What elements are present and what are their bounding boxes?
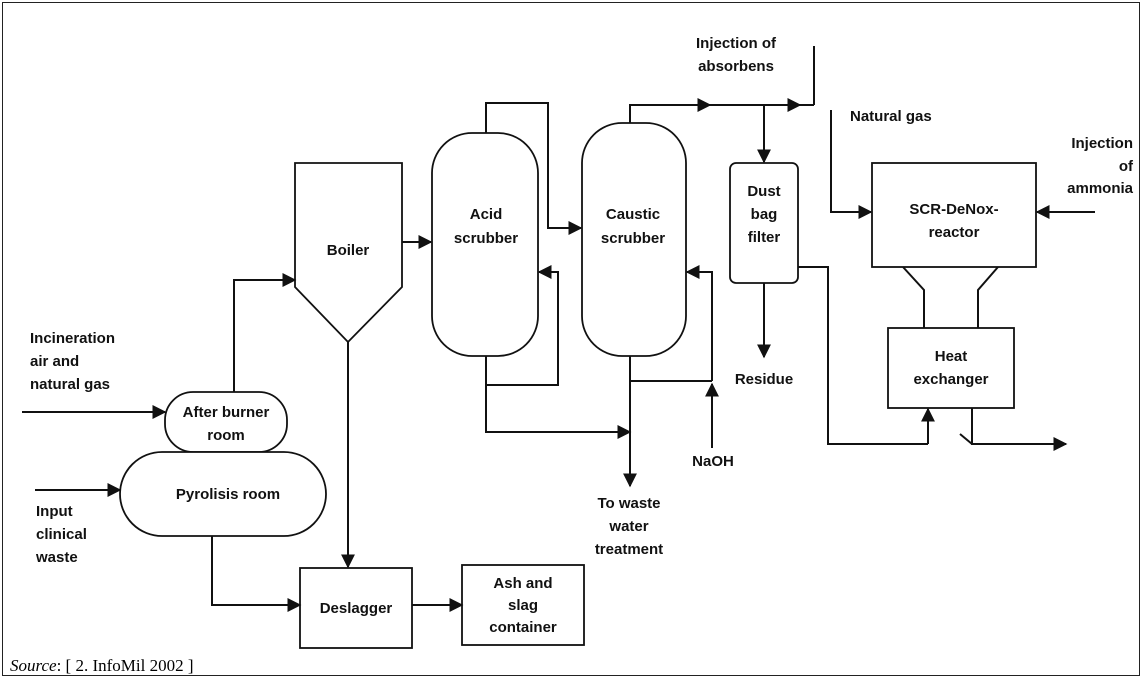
svg-text:scrubber: scrubber <box>454 230 518 247</box>
injection-absorbens-label: Injection of absorbens <box>696 35 777 75</box>
source-label: Source <box>10 656 57 675</box>
svg-text:scrubber: scrubber <box>601 230 665 247</box>
svg-text:Acid: Acid <box>470 206 503 223</box>
scr-reactor-shape <box>871 162 1037 268</box>
svg-text:To waste: To waste <box>597 495 660 512</box>
scr-reactor-label: SCR-DeNox- reactor <box>909 201 998 241</box>
flow-caustic-recirc-v <box>685 265 713 381</box>
svg-text:clinical: clinical <box>36 526 87 543</box>
residue-label: Residue <box>735 371 793 388</box>
svg-text:slag: slag <box>508 597 538 614</box>
ash-container-label: Ash and slag container <box>489 575 557 636</box>
svg-text:Pyrolisis room: Pyrolisis room <box>176 486 280 503</box>
svg-text:Residue: Residue <box>735 371 793 388</box>
injection-ammonia-label: Injection of ammonia <box>1067 135 1134 197</box>
dust-filter-shape <box>729 162 799 284</box>
svg-text:After burner: After burner <box>183 404 270 421</box>
svg-text:air and: air and <box>30 353 79 370</box>
svg-text:Injection of: Injection of <box>696 35 777 52</box>
waste-water-label: To waste water treatment <box>595 495 663 558</box>
svg-text:room: room <box>207 427 245 444</box>
deslagger-label: Deslagger <box>320 600 393 617</box>
caustic-scrubber-shape <box>581 122 687 357</box>
svg-text:Natural gas: Natural gas <box>850 108 932 125</box>
svg-text:Dust: Dust <box>747 183 780 200</box>
flow-afterburner-boiler <box>233 273 297 392</box>
ash-container-shape <box>461 564 585 646</box>
heat-exchanger-label: Heat exchanger <box>913 348 988 388</box>
flow-acid-caustic <box>485 102 583 235</box>
flow-caustic-top <box>629 98 712 123</box>
incineration-air-label: Incineration air and natural gas <box>30 330 115 393</box>
svg-text:Ash and: Ash and <box>493 575 552 592</box>
flow-acid-drain <box>485 385 632 439</box>
svg-text:bag: bag <box>751 206 778 223</box>
acid-scrubber-label: Acid scrubber <box>454 206 518 247</box>
dust-filter-label: Dust bag filter <box>747 183 780 246</box>
svg-text:ammonia: ammonia <box>1067 180 1134 197</box>
flow-exhaust-arrow <box>959 433 973 445</box>
source-caption: Source: [ 2. InfoMil 2002 ] <box>10 656 194 676</box>
flow-exhaust <box>971 408 1068 451</box>
svg-text:waste: waste <box>35 549 78 566</box>
svg-text:Caustic: Caustic <box>606 206 660 223</box>
svg-text:water: water <box>608 518 648 535</box>
svg-text:Incineration: Incineration <box>30 330 115 347</box>
heat-exchanger-shape <box>887 327 1015 409</box>
svg-text:Boiler: Boiler <box>327 242 370 259</box>
svg-text:natural gas: natural gas <box>30 376 110 393</box>
svg-text:treatment: treatment <box>595 541 663 558</box>
svg-text:Heat: Heat <box>935 348 968 365</box>
flow-natural-gas <box>830 110 873 219</box>
svg-text:filter: filter <box>748 229 781 246</box>
boiler-shape <box>294 162 403 344</box>
svg-text:reactor: reactor <box>929 224 980 241</box>
natural-gas-label: Natural gas <box>850 108 932 125</box>
svg-text:absorbens: absorbens <box>698 58 774 75</box>
svg-text:Injection: Injection <box>1071 135 1133 152</box>
flow-scr-heatex-right <box>977 266 999 328</box>
svg-text:of: of <box>1119 158 1134 175</box>
svg-text:exchanger: exchanger <box>913 371 988 388</box>
boiler-label: Boiler <box>327 242 370 259</box>
source-text: : [ 2. InfoMil 2002 ] <box>56 656 194 675</box>
pyrolysis-label: Pyrolisis room <box>176 486 280 503</box>
flow-pyrolysis-deslagger <box>211 536 302 612</box>
caustic-scrubber-label: Caustic scrubber <box>601 206 665 247</box>
svg-text:SCR-DeNox-: SCR-DeNox- <box>909 201 998 218</box>
svg-text:Deslagger: Deslagger <box>320 600 393 617</box>
flow-scr-heatex-left <box>902 266 925 328</box>
naoh-label: NaOH <box>692 453 734 470</box>
flow-filter-heatex <box>798 266 928 445</box>
svg-text:container: container <box>489 619 557 636</box>
input-waste-label: Input clinical waste <box>35 503 87 566</box>
svg-text:Input: Input <box>36 503 73 520</box>
svg-text:NaOH: NaOH <box>692 453 734 470</box>
flow-acid-recirc <box>485 265 559 386</box>
deslagger-shape <box>299 567 413 649</box>
after-burner-label: After burner room <box>183 404 270 444</box>
